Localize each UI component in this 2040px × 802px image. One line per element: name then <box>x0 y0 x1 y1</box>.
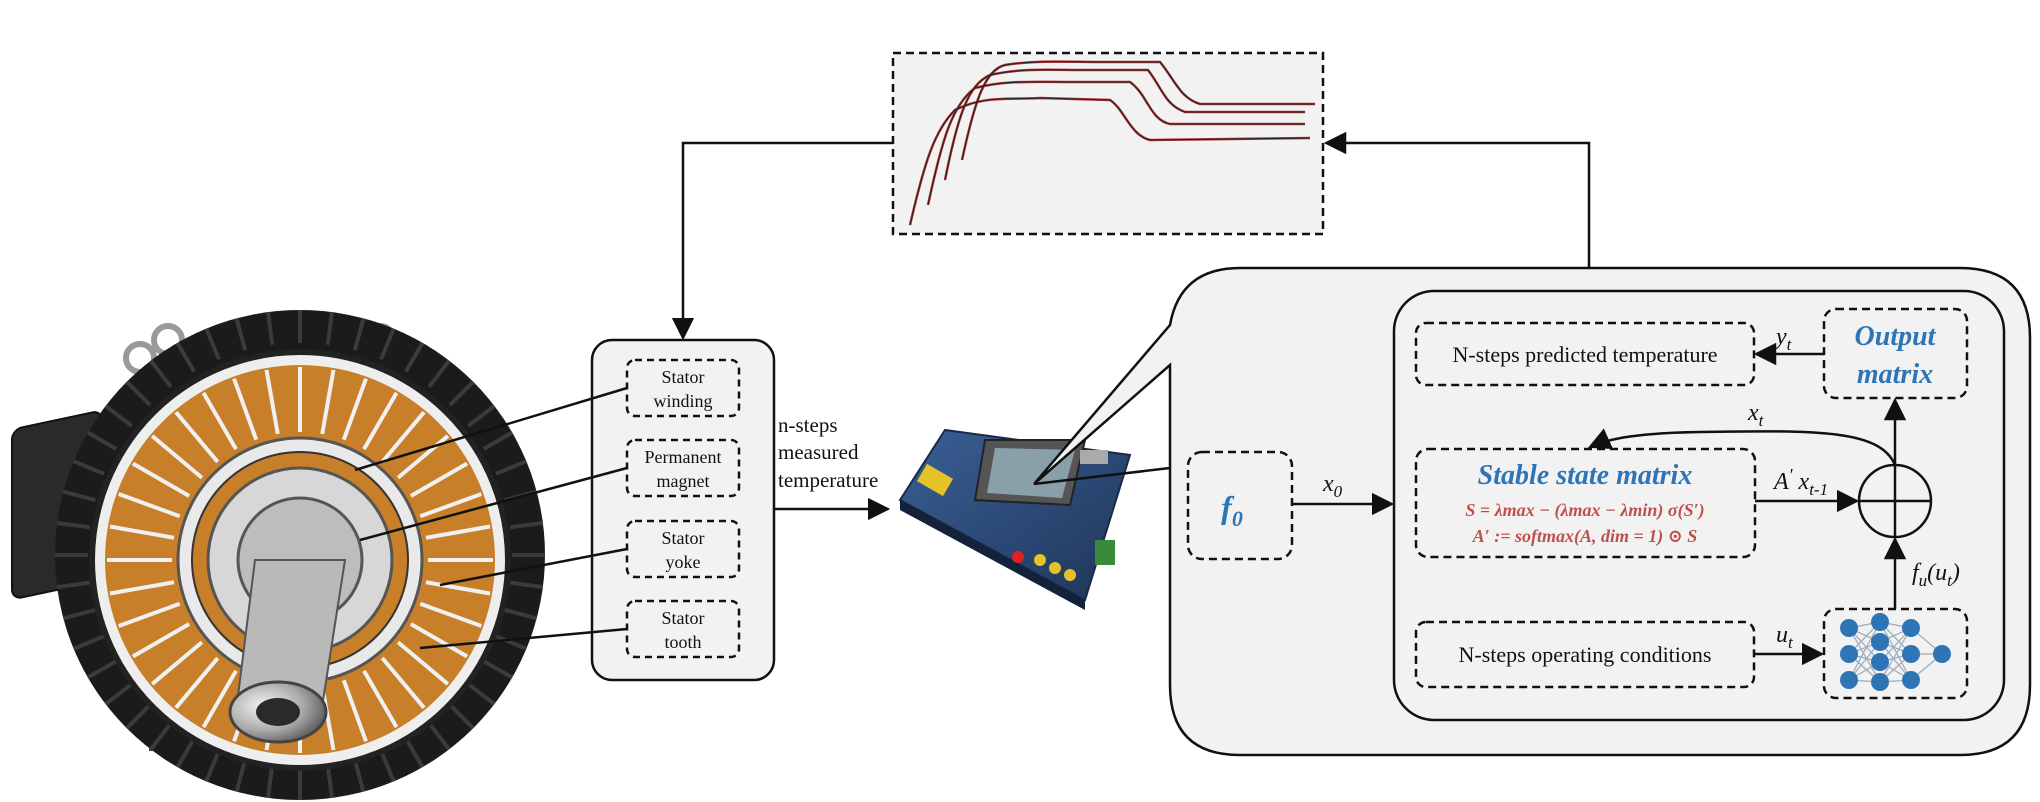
svg-text:winding: winding <box>653 391 712 411</box>
svg-text:Output: Output <box>1855 321 1937 352</box>
svg-text:magnet: magnet <box>657 471 710 491</box>
motor-image-icon <box>11 310 545 800</box>
leader-lines <box>354 386 628 650</box>
svg-text:N-steps operating conditions: N-steps operating conditions <box>1459 642 1712 667</box>
svg-text:tooth: tooth <box>664 632 701 652</box>
a-x-label: A' xt-1 <box>1772 465 1828 499</box>
output-matrix-box: Output matrix <box>1822 307 1969 400</box>
x0-label: x0 <box>1322 471 1343 501</box>
yt-label: yt <box>1774 324 1793 354</box>
temperature-plot-icon <box>891 51 1325 236</box>
svg-text:matrix: matrix <box>1857 359 1933 390</box>
svg-text:Permanent: Permanent <box>645 447 722 467</box>
board-callout-connector <box>1033 466 1171 486</box>
neural-network-icon <box>1822 607 1969 700</box>
svg-text:f0: f0 <box>1221 489 1243 531</box>
svg-text:S = λmax − (λmax − λmin) σ(S′): S = λmax − (λmax − λmin) σ(S′) <box>1465 500 1704 521</box>
measured-label-3: temperature <box>778 468 878 492</box>
summation-icon <box>1857 463 1933 539</box>
xt-label: xt <box>1747 400 1765 430</box>
operating-conditions-box: N-steps operating conditions <box>1414 620 1756 689</box>
measured-label-2: measured <box>778 440 859 464</box>
svg-text:Stator: Stator <box>662 367 705 387</box>
feedback-lines <box>671 131 1591 341</box>
svg-text:Stator: Stator <box>662 528 705 548</box>
svg-text:yoke: yoke <box>666 552 701 572</box>
measured-label-1: n-steps <box>778 413 838 437</box>
predicted-temp-box: N-steps predicted temperature <box>1414 321 1756 387</box>
dev-board-icon <box>898 428 1132 610</box>
part-permanent-magnet: Permanent magnet <box>625 438 741 498</box>
stable-state-box: Stable state matrix S = λmax − (λmax − λ… <box>1414 447 1757 559</box>
fu-label: fu(ut) <box>1912 560 1960 590</box>
svg-text:Stable state matrix: Stable state matrix <box>1478 460 1693 491</box>
ut-label: ut <box>1776 622 1794 652</box>
part-stator-winding: Stator winding <box>625 358 741 418</box>
svg-text:N-steps predicted temperature: N-steps predicted temperature <box>1452 342 1717 367</box>
f0-box: f0 <box>1186 450 1294 561</box>
svg-text:Stator: Stator <box>662 608 705 628</box>
part-stator-tooth: Stator tooth <box>625 599 741 659</box>
svg-text:A′ := softmax(A, dim = 1) ⊙ S: A′ := softmax(A, dim = 1) ⊙ S <box>1472 526 1698 547</box>
part-stator-yoke: Stator yoke <box>625 519 741 579</box>
